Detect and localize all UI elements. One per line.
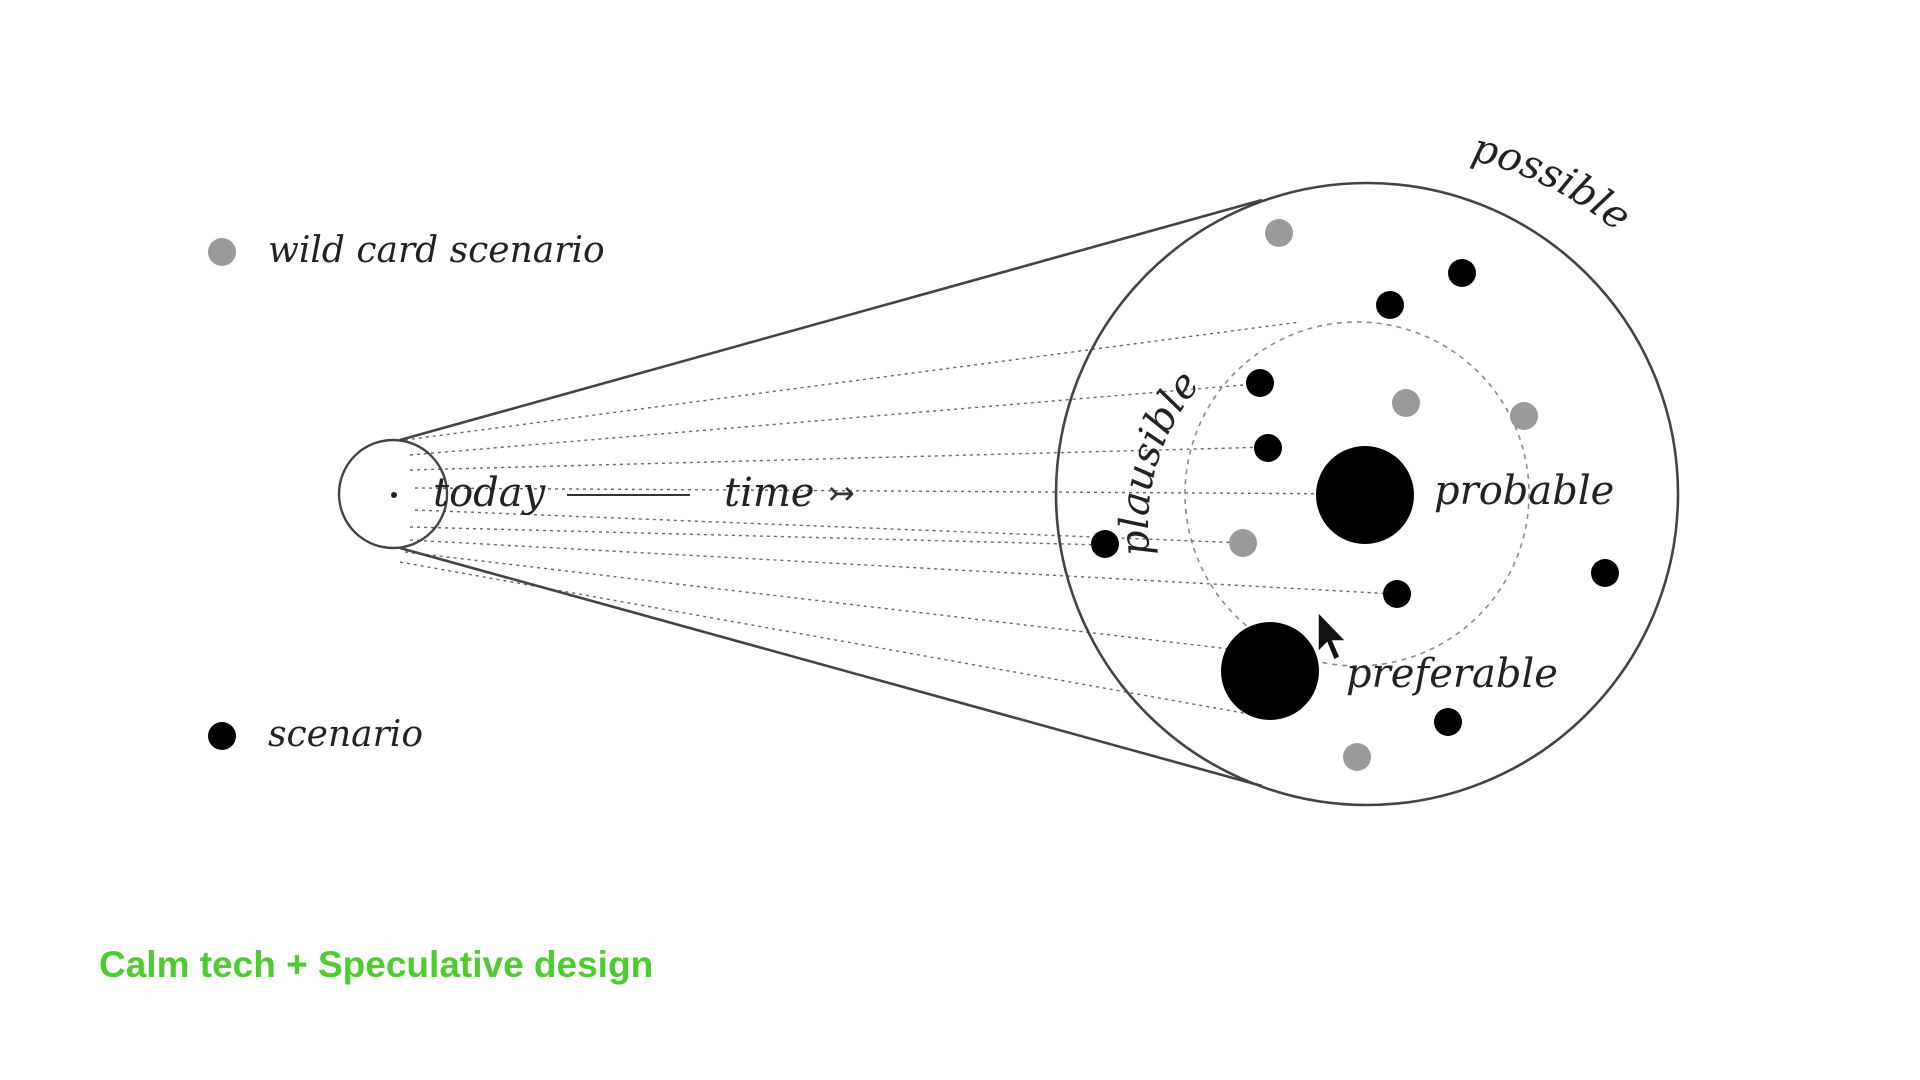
wildcard-dots bbox=[1229, 219, 1538, 771]
slide-caption: Calm tech + Speculative design bbox=[99, 944, 654, 985]
legend-wildcard-label: wild card scenario bbox=[268, 230, 605, 271]
wildcard-dot bbox=[1510, 402, 1538, 430]
scenario-dot bbox=[1591, 559, 1619, 587]
scenario-dots bbox=[1091, 259, 1619, 736]
wildcard-dot bbox=[1392, 389, 1420, 417]
plausible-circle bbox=[1184, 321, 1530, 667]
mouse-pointer-icon bbox=[1317, 610, 1348, 662]
scenario-dot bbox=[1448, 259, 1476, 287]
scenario-dot bbox=[1383, 580, 1411, 608]
wildcard-dot bbox=[1229, 529, 1257, 557]
possible-circle bbox=[1054, 181, 1680, 807]
time-arrow-icon: ↣ bbox=[828, 474, 855, 512]
preferable-scenario-dot bbox=[1221, 622, 1319, 720]
scenario-rays bbox=[399, 321, 1396, 717]
probable-scenario-dot bbox=[1316, 446, 1414, 544]
today-circle bbox=[337, 438, 449, 550]
today-label: today bbox=[433, 470, 547, 516]
probable-label: probable bbox=[1434, 468, 1614, 514]
scenario-dot bbox=[1246, 369, 1274, 397]
plausible-label: plausible bbox=[1112, 362, 1209, 558]
possible-label: possible bbox=[1468, 125, 1640, 240]
scenario-dot bbox=[1376, 291, 1404, 319]
cone-lower-edge bbox=[399, 546, 1263, 788]
time-label: time bbox=[724, 470, 814, 516]
wildcard-dot bbox=[1343, 743, 1371, 771]
scenario-dot bbox=[1091, 530, 1119, 558]
preferable-label: preferable bbox=[1346, 651, 1558, 697]
legend-scenario-dot bbox=[208, 722, 236, 750]
cone-upper-edge bbox=[399, 198, 1263, 442]
today-point bbox=[391, 492, 397, 498]
legend-scenario-label: scenario bbox=[268, 714, 423, 755]
scenario-dot bbox=[1434, 708, 1462, 736]
legend-wildcard-dot bbox=[208, 238, 236, 266]
scenario-dot bbox=[1254, 434, 1282, 462]
wildcard-dot bbox=[1265, 219, 1293, 247]
